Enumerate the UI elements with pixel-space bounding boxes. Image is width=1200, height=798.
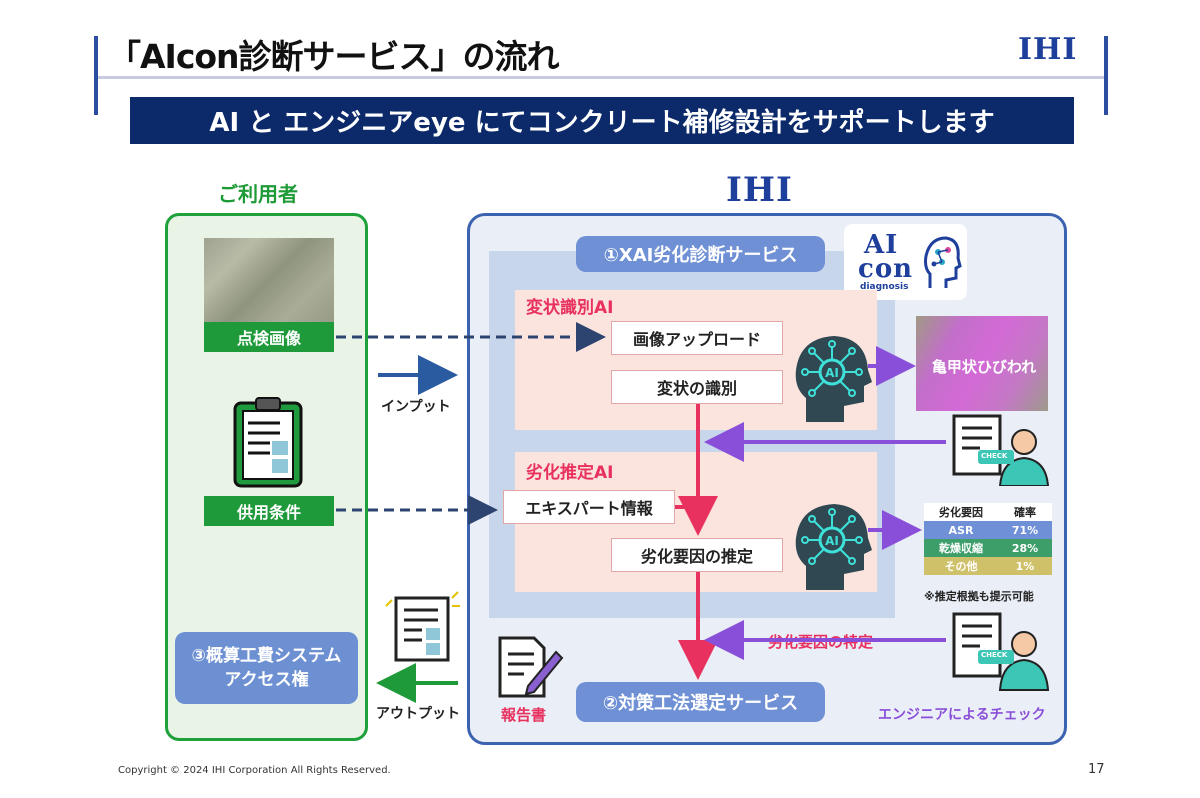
input-label: インプット [381,399,451,415]
header-left-bar [94,36,98,115]
prob-header-prob: 確率 [1014,506,1036,519]
user-section-label: ご利用者 [218,182,298,206]
image-upload-step: 画像アップロード [611,321,783,355]
degradation-ai-title: 劣化推定AI [526,463,614,483]
prob-value: 1% [1015,559,1035,573]
output-label: アウトプット [376,706,460,722]
cause-estimate-step: 劣化要因の推定 [611,538,783,572]
prob-value: 71% [1011,523,1039,537]
countermeasure-service-pill: ②対策工法選定サービス [576,682,825,722]
clipboard-icon [233,397,303,488]
page-number: 17 [1088,762,1105,777]
probability-table: 劣化要因 確率 ASR 71% 乾燥収縮 28% その他 1% [924,503,1052,575]
cost-system-line2: アクセス権 [224,670,309,690]
ihi-logo-center: IHI [726,170,793,210]
crack-photo [916,316,1048,411]
inspection-photo [204,238,334,322]
engineer-check-icon [952,612,1050,691]
deformation-ai-title: 変状識別AI [526,298,614,318]
copyright: Copyright © 2024 IHI Corporation All Rig… [118,765,391,776]
svg-text:AI: AI [825,366,839,380]
aicon-logo-diagnosis: diagnosis [860,282,909,292]
cost-system-line1: ③概算工費システム [191,646,342,666]
header-rule [98,76,1104,79]
deformation-identify-step: 変状の識別 [611,370,783,404]
prob-cause: ASR [948,523,974,537]
aicon-logo: AI con diagnosis [844,224,967,300]
check-badge: CHECK [981,452,1008,460]
check-badge: CHECK [981,651,1008,659]
svg-text:AI: AI [825,534,839,548]
aicon-logo-con: con [858,254,914,284]
ai-head-icon: AI [795,504,872,590]
subtitle-banner: AI と エンジニアeye にてコンクリート補修設計をサポートします [130,97,1074,144]
ai-head-icon: AI [795,336,872,422]
crack-label: 亀甲状ひびわれ [931,358,1037,376]
aicon-head-icon [924,236,962,288]
page-title: 「AIcon診断サービス」の流れ [108,37,560,76]
xai-service-pill: ①XAI劣化診断サービス [576,236,825,272]
expert-info-step: エキスパート情報 [503,490,675,524]
inspection-image-tag: 点検画像 [204,322,334,352]
report-icon [498,636,564,698]
prob-cause: 乾燥収縮 [939,542,983,555]
document-icon [385,591,460,662]
probability-note: ※推定根拠も提示可能 [924,590,1034,603]
prob-cause: その他 [944,560,978,573]
ihi-logo-top: IHI [1018,32,1078,67]
engineer-check-label: エンジニアによるチェック [878,707,1046,723]
prob-header-cause: 劣化要因 [939,506,983,519]
aicon-logo-ai: AI [864,230,899,260]
engineer-check-icon [952,414,1050,486]
report-label: 報告書 [501,706,547,724]
cost-system-access: ③概算工費システム アクセス権 [175,632,358,704]
header-right-bar [1104,36,1108,115]
service-conditions-tag: 供用条件 [204,496,334,526]
prob-value: 28% [1011,541,1039,555]
